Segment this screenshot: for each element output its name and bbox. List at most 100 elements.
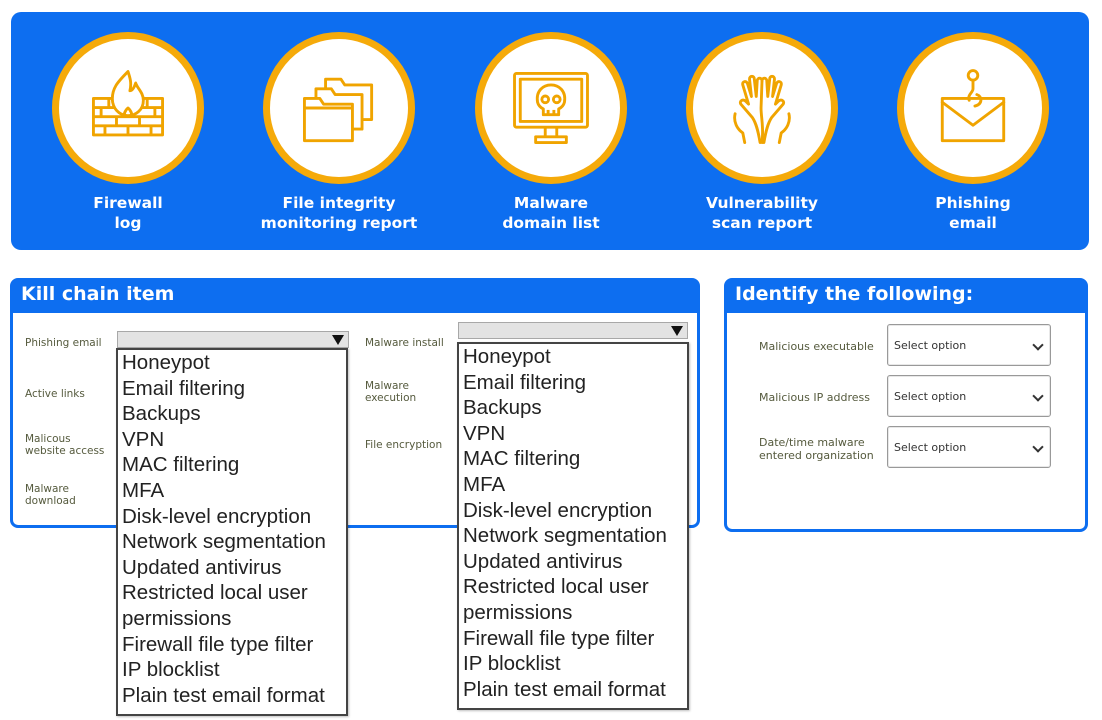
artifact-label: File integrity monitoring report: [244, 193, 434, 233]
artifact-label: Vulnerability scan report: [667, 193, 857, 233]
dropdown-option[interactable]: MFA: [463, 472, 506, 496]
malicious-ip-address-select[interactable]: Select option: [887, 375, 1051, 417]
select-value: Select option: [894, 441, 967, 454]
artifact-label: Firewall log: [33, 193, 223, 233]
artifact-label-line1: Malware: [513, 194, 589, 212]
label-phishing-email: Phishing email: [25, 337, 102, 349]
dropdown-option[interactable]: Email filtering: [122, 376, 246, 400]
monitor-skull-icon: [513, 71, 589, 144]
artifact-phishing-email-button[interactable]: [897, 32, 1049, 184]
artifacts-banner: Firewall log File integrity monitoring r…: [11, 12, 1089, 250]
chevron-down-icon: [1032, 441, 1044, 453]
artifact-phishing-email[interactable]: Phishing email: [878, 32, 1068, 233]
label-line2: execution: [365, 392, 417, 404]
triangle-down-icon: [671, 326, 683, 336]
label-datetime-malware-entered: Date/time malware entered organization: [759, 436, 874, 462]
label-malware-download: Malware download: [25, 483, 76, 507]
label-line1: Malware: [365, 380, 409, 392]
artifact-vulnerability-scan-button[interactable]: [686, 32, 838, 184]
dropdown-option[interactable]: Network segmentation: [122, 530, 326, 554]
dropdown-option[interactable]: Disk-level encryption: [122, 504, 312, 528]
label-file-encryption: File encryption: [365, 439, 442, 451]
chevron-down-icon: [1032, 390, 1044, 402]
label-line1: Malicious executable: [759, 340, 874, 353]
malicious-executable-select[interactable]: Select option: [887, 324, 1051, 366]
firewall-icon: [92, 70, 164, 137]
dropdown-option[interactable]: Updated antivirus: [463, 549, 623, 573]
label-malicious-website-access: Malicous website access: [25, 433, 104, 457]
label-malware-execution: Malware execution: [365, 380, 416, 404]
artifact-malware-domain-list[interactable]: Malware domain list: [456, 32, 646, 233]
select-value: Select option: [894, 390, 967, 403]
dropdown-option[interactable]: VPN: [122, 427, 165, 451]
artifact-label-line2: domain list: [502, 214, 600, 232]
triangle-down-icon: [332, 335, 344, 345]
dropdown-option[interactable]: Restricted local user: [463, 575, 649, 599]
dropdown-option[interactable]: Updated antivirus: [122, 555, 282, 579]
label-line1: Malicous: [25, 433, 71, 445]
dropdown-option[interactable]: Restricted local user: [122, 581, 308, 605]
artifact-label-line1: File integrity: [282, 194, 396, 212]
label-line1: Malware: [25, 483, 69, 495]
dropdown-option[interactable]: Honeypot: [122, 351, 210, 374]
dropdown-option[interactable]: Disk-level encryption: [463, 498, 653, 522]
dropdown-option[interactable]: IP blocklist: [463, 652, 561, 676]
dropdown-option[interactable]: permissions: [463, 600, 573, 624]
phishing-email-dropdown-list[interactable]: Honeypot Email filtering Backups VPN MAC…: [116, 348, 348, 717]
artifact-label-line1: Phishing: [935, 194, 1011, 212]
folders-icon: [303, 77, 374, 143]
label-line1: Malicious IP address: [759, 391, 870, 404]
artifact-firewall-log-button[interactable]: [52, 32, 204, 184]
dropdown-option[interactable]: VPN: [463, 421, 506, 445]
dropdown-option[interactable]: Plain test email format: [122, 683, 325, 707]
artifact-firewall-log[interactable]: Firewall log: [33, 32, 223, 233]
artifact-file-integrity-button[interactable]: [263, 32, 415, 184]
dropdown-option[interactable]: MAC filtering: [463, 447, 581, 471]
dropdown-option[interactable]: Backups: [463, 396, 542, 420]
open-hands-icon: [733, 74, 791, 144]
dropdown-option[interactable]: Firewall file type filter: [122, 632, 314, 656]
envelope-hook-icon: [940, 69, 1006, 143]
dropdown-option[interactable]: Backups: [122, 402, 201, 426]
dropdown-option[interactable]: Firewall file type filter: [463, 626, 655, 650]
artifact-label-line2: email: [949, 214, 997, 232]
dropdown-option[interactable]: IP blocklist: [122, 658, 220, 682]
artifact-label-line1: Firewall: [93, 194, 163, 212]
dropdown-option[interactable]: Plain test email format: [463, 677, 666, 701]
artifact-label: Malware domain list: [456, 193, 646, 233]
identify-panel: Identify the following: Malicious execut…: [724, 278, 1088, 532]
dropdown-option[interactable]: MFA: [122, 478, 165, 502]
identify-title: Identify the following:: [727, 281, 1085, 313]
artifact-label-line2: scan report: [711, 214, 813, 232]
dropdown-option[interactable]: MAC filtering: [122, 453, 240, 477]
artifact-label: Phishing email: [878, 193, 1068, 233]
dropdown-option[interactable]: Honeypot: [463, 345, 551, 368]
label-line1: File encryption: [365, 439, 443, 451]
artifact-label-line2: monitoring report: [260, 214, 418, 232]
phishing-email-dropdown[interactable]: [117, 331, 349, 348]
label-malware-install: Malware install: [365, 337, 444, 349]
malware-install-dropdown[interactable]: [458, 322, 688, 339]
select-value: Select option: [894, 339, 967, 352]
artifact-label-line2: log: [114, 214, 142, 232]
label-line2: download: [25, 495, 76, 507]
label-malicious-ip-address: Malicious IP address: [759, 391, 870, 404]
artifact-label-line1: Vulnerability: [706, 194, 818, 212]
artifact-file-integrity-report[interactable]: File integrity monitoring report: [244, 32, 434, 233]
label-line1: Active links: [25, 388, 85, 400]
datetime-malware-entered-select[interactable]: Select option: [887, 426, 1051, 468]
dropdown-option[interactable]: Network segmentation: [463, 524, 667, 548]
label-line1: Malware install: [365, 337, 444, 349]
artifact-malware-domain-button[interactable]: [475, 32, 627, 184]
label-line1: Date/time malware: [759, 436, 865, 449]
label-line2: website access: [25, 445, 105, 457]
malware-install-dropdown-list[interactable]: Honeypot Email filtering Backups VPN MAC…: [457, 342, 689, 711]
kill-chain-title: Kill chain item: [13, 281, 697, 313]
label-malicious-executable: Malicious executable: [759, 340, 874, 353]
label-active-links: Active links: [25, 388, 85, 400]
artifact-vulnerability-scan-report[interactable]: Vulnerability scan report: [667, 32, 857, 233]
label-line2: entered organization: [759, 449, 874, 462]
chevron-down-icon: [1032, 339, 1044, 351]
dropdown-option[interactable]: Email filtering: [463, 370, 587, 394]
dropdown-option[interactable]: permissions: [122, 606, 232, 630]
